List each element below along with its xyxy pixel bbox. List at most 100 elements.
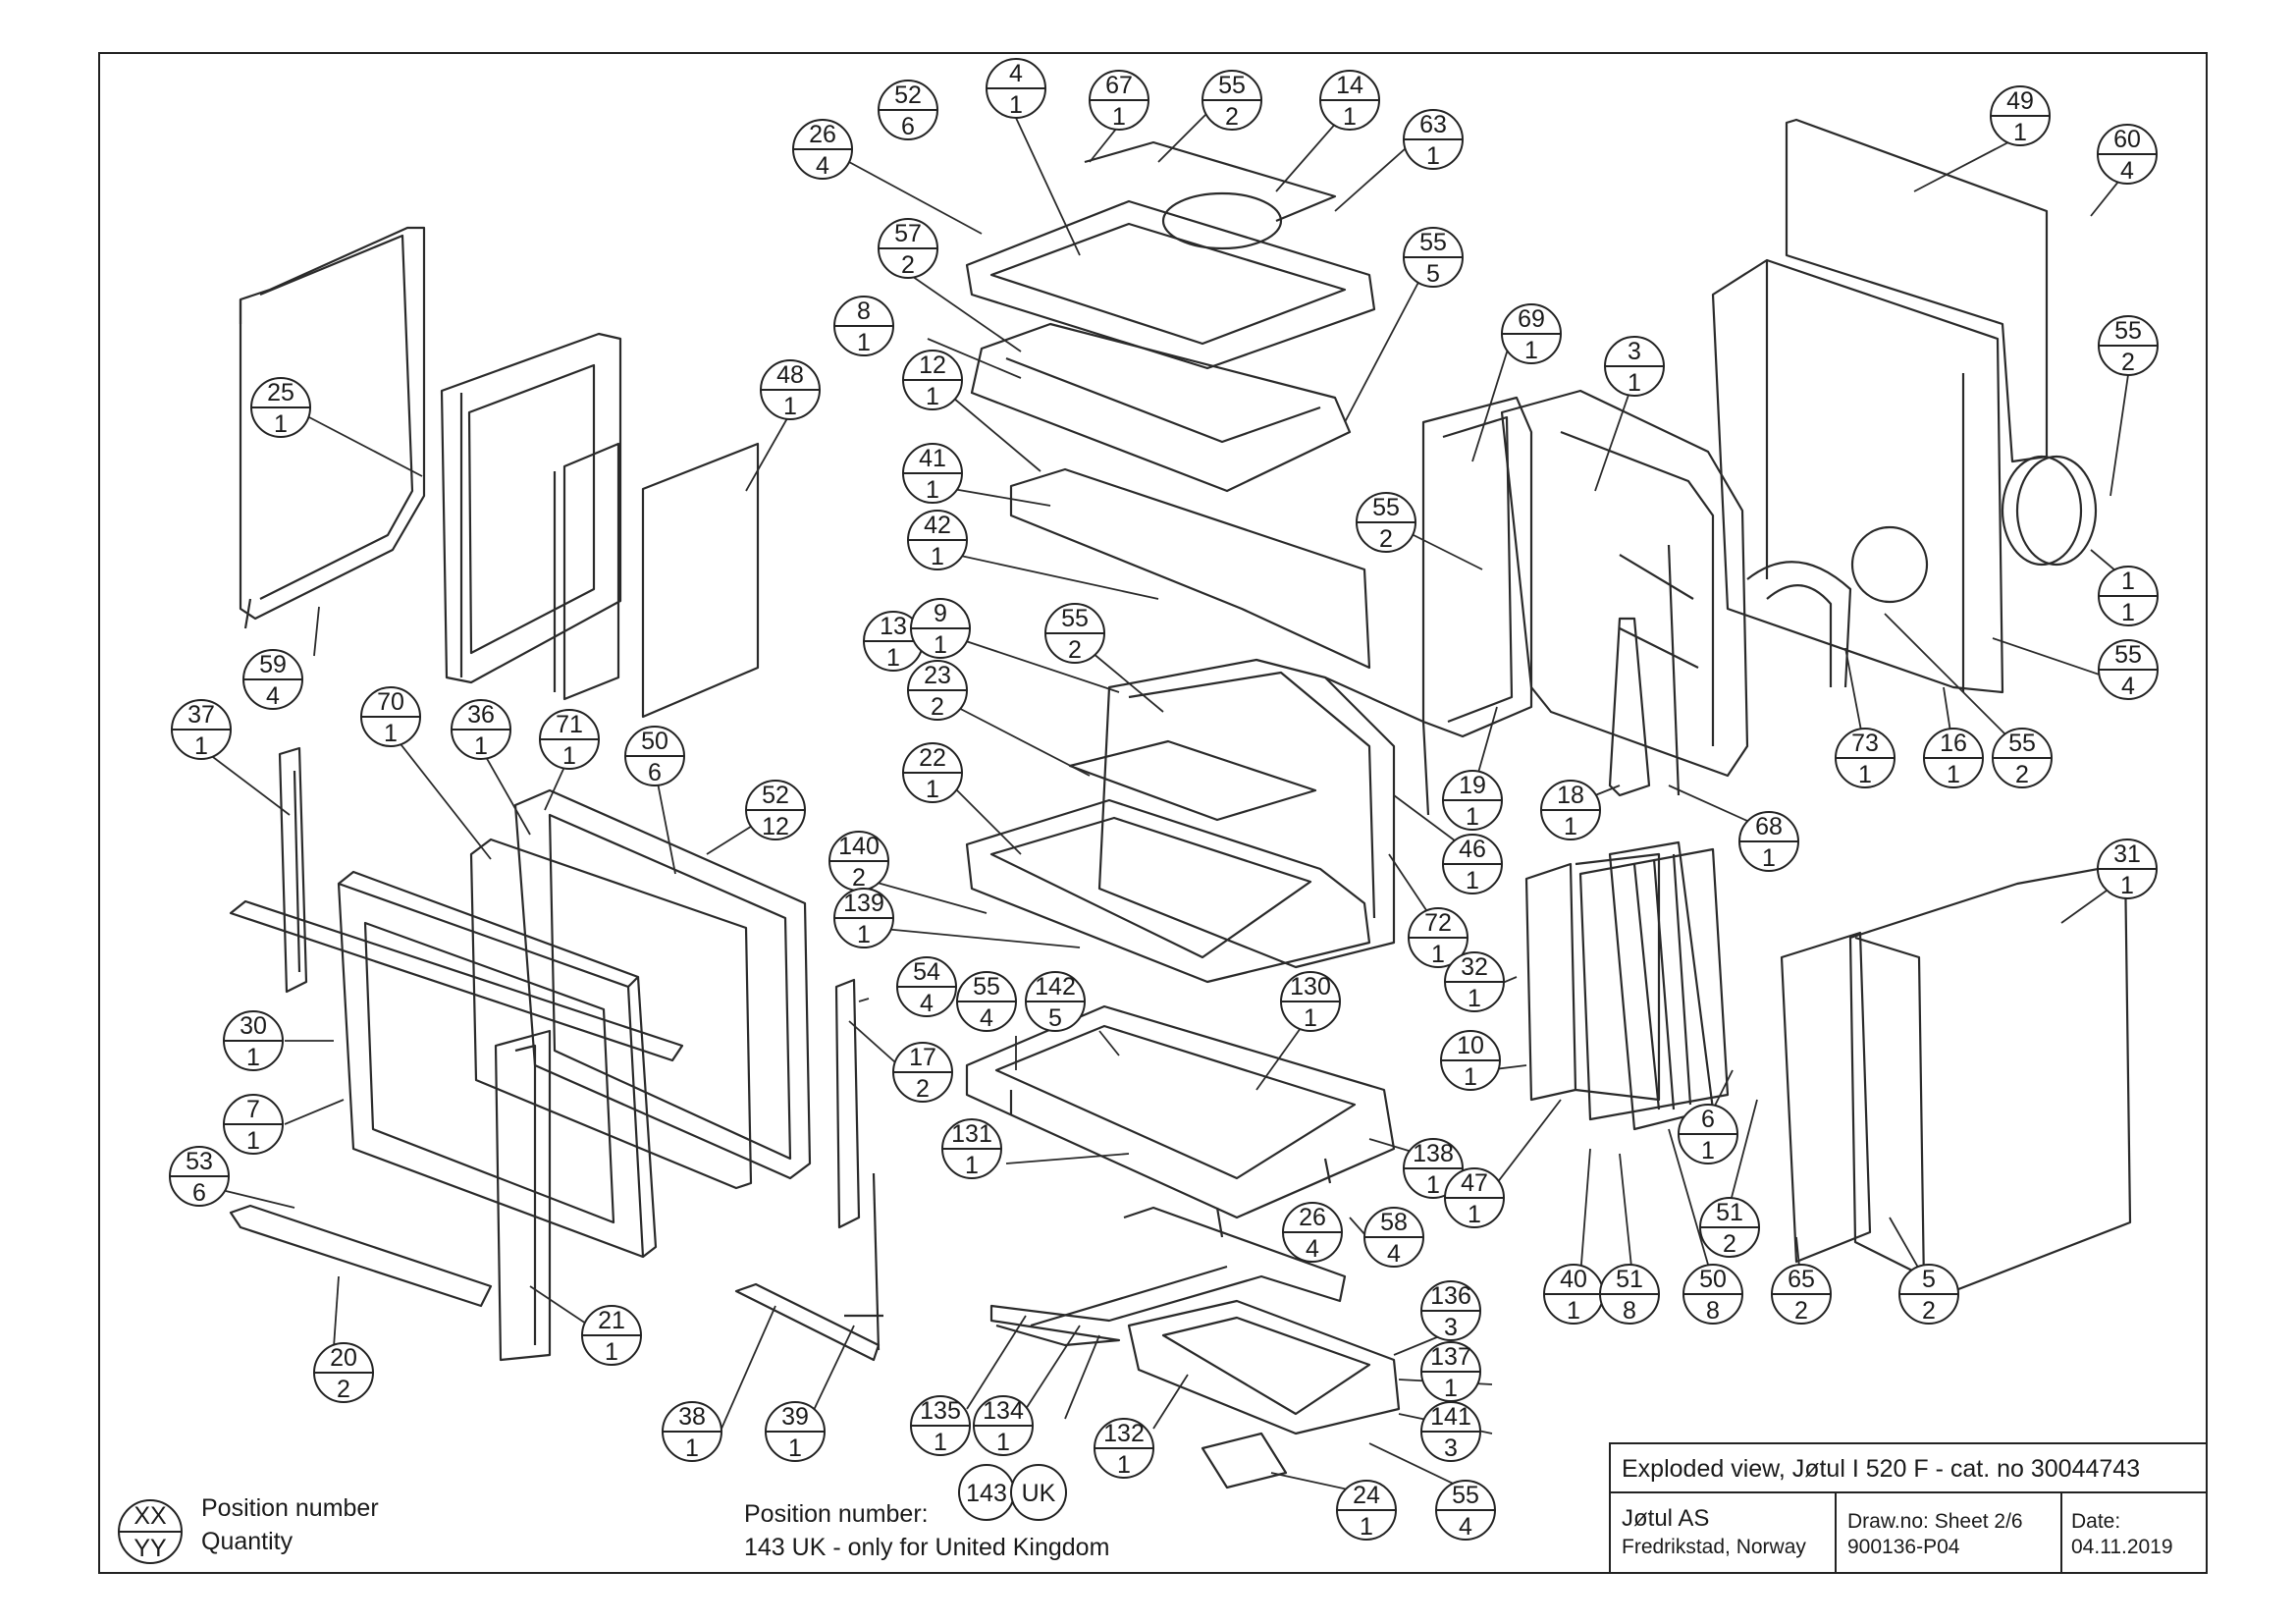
callout-quantity: 1	[1468, 985, 1481, 1012]
callout-position-number: 51	[1616, 1266, 1643, 1293]
callout-quantity: 1	[1426, 142, 1440, 170]
leader-lines	[200, 112, 2131, 1503]
callout-55-4: 552	[1201, 70, 1262, 131]
callout-position-number: 54	[913, 958, 940, 986]
part-front-frame-7	[337, 870, 658, 1259]
callout-quantity: 1	[1628, 369, 1641, 397]
callout-quantity: 1	[562, 742, 576, 770]
callout-51-74: 512	[1699, 1197, 1760, 1258]
callout-50-77: 508	[1682, 1264, 1743, 1325]
callout-position-number: 58	[1380, 1209, 1408, 1236]
callout-position-number: 55	[1452, 1482, 1479, 1509]
callout-position-number: 55	[1419, 229, 1447, 256]
callout-1-64: 11	[2098, 566, 2159, 626]
callout-quantity: 1	[1524, 337, 1538, 364]
callout-quantity: 1	[788, 1435, 802, 1462]
callout-quantity: 1	[857, 329, 871, 356]
callout-position-number: 3	[1628, 338, 1641, 365]
callout-position-number: 19	[1459, 772, 1486, 799]
callout-quantity: 1	[1343, 103, 1357, 131]
callout-position-number: 55	[2114, 317, 2142, 345]
callout-position-number: 72	[1424, 909, 1452, 937]
title-block-drawno-label: Draw.no: Sheet 2/6	[1847, 1510, 2023, 1533]
callout-position-number: 12	[919, 352, 946, 379]
callout-position-number: 134	[983, 1397, 1024, 1425]
callout-quantity: 5	[1426, 260, 1440, 288]
callout-quantity: 1	[965, 1152, 979, 1179]
bubble-143-uk: 143 UK	[958, 1464, 1067, 1521]
callout-position-number: 51	[1716, 1199, 1743, 1226]
callout-position-number: 47	[1461, 1169, 1488, 1197]
callout-39-36: 391	[765, 1401, 826, 1462]
callout-position-number: 38	[678, 1403, 706, 1431]
callout-position-number: 136	[1430, 1282, 1471, 1310]
callout-position-number: 55	[1372, 494, 1400, 521]
callout-quantity: 4	[266, 682, 280, 710]
part-heat-exchanger-6	[1608, 840, 1715, 1131]
bubble-143-pos: 143	[966, 1480, 1007, 1507]
callout-position-number: 60	[2113, 126, 2141, 153]
parts-artwork	[229, 118, 2132, 1489]
callout-quantity: 1	[384, 720, 398, 747]
callout-55-20: 554	[956, 971, 1017, 1032]
part-rail-30	[229, 899, 684, 1062]
part-base-130	[965, 1004, 1396, 1238]
callout-position-number: 8	[857, 298, 871, 325]
callout-69-53: 691	[1501, 303, 1562, 364]
callout-position-number: 46	[1459, 836, 1486, 863]
callout-quantity: 2	[2015, 761, 2029, 788]
legend-quantity-label: Quantity	[201, 1528, 294, 1555]
callout-49-61: 491	[1990, 85, 2051, 146]
callout-quantity: 8	[1623, 1297, 1636, 1325]
part-frame-bracket-25	[239, 226, 426, 629]
callout-quantity: 8	[1706, 1297, 1720, 1325]
callout-quantity: 2	[901, 251, 915, 279]
callout-9-14: 91	[910, 598, 971, 659]
part-lever-38-39	[734, 1172, 883, 1362]
callout-quantity: 1	[1117, 1451, 1131, 1479]
callout-quantity: 4	[2121, 673, 2135, 700]
callout-position-number: 71	[556, 711, 583, 738]
part-convection-panel-10	[1524, 847, 1730, 1121]
callout-quantity: 2	[337, 1376, 350, 1403]
callout-quantity: 1	[685, 1435, 699, 1462]
callout-quantity: 1	[1304, 1004, 1317, 1032]
callout-21-52: 211	[581, 1305, 642, 1366]
callout-32-70: 321	[1444, 951, 1505, 1012]
callout-65-78: 652	[1771, 1264, 1832, 1325]
callout-position-number: 40	[1560, 1266, 1587, 1293]
callout-quantity: 1	[1464, 1063, 1477, 1091]
callout-7-49: 71	[223, 1094, 284, 1155]
callout-position-number: 135	[920, 1397, 961, 1425]
callout-quantity: 1	[931, 543, 944, 570]
callout-position-number: 55	[2114, 641, 2142, 669]
callout-quantity: 4	[920, 990, 934, 1017]
callout-position-number: 1	[2121, 568, 2135, 595]
callout-quantity: 6	[901, 113, 915, 140]
callout-4-2: 41	[986, 58, 1046, 119]
callout-55-63: 552	[2098, 315, 2159, 376]
callout-12-10: 121	[902, 350, 963, 410]
title-block-date-value: 04.11.2019	[2071, 1536, 2173, 1558]
callout-71-43: 711	[539, 709, 600, 770]
part-glass-frame-36	[469, 788, 812, 1190]
callout-quantity: 1	[194, 732, 208, 760]
title-block	[1609, 1442, 2208, 1574]
callout-quantity: 1	[474, 732, 488, 760]
callout-quantity: 2	[931, 693, 944, 721]
callout-55-34: 554	[1435, 1480, 1496, 1541]
callout-quantity: 2	[852, 864, 866, 892]
callout-position-number: 50	[1699, 1266, 1727, 1293]
callout-position-number: 52	[762, 782, 789, 809]
callout-55-65: 554	[2098, 639, 2159, 700]
callout-quantity: 1	[996, 1429, 1010, 1456]
callout-26-25: 264	[1282, 1202, 1343, 1263]
callout-position-number: 7	[246, 1096, 260, 1123]
title-block-location: Fredrikstad, Norway	[1622, 1536, 1806, 1558]
callout-position-number: 26	[809, 121, 836, 148]
